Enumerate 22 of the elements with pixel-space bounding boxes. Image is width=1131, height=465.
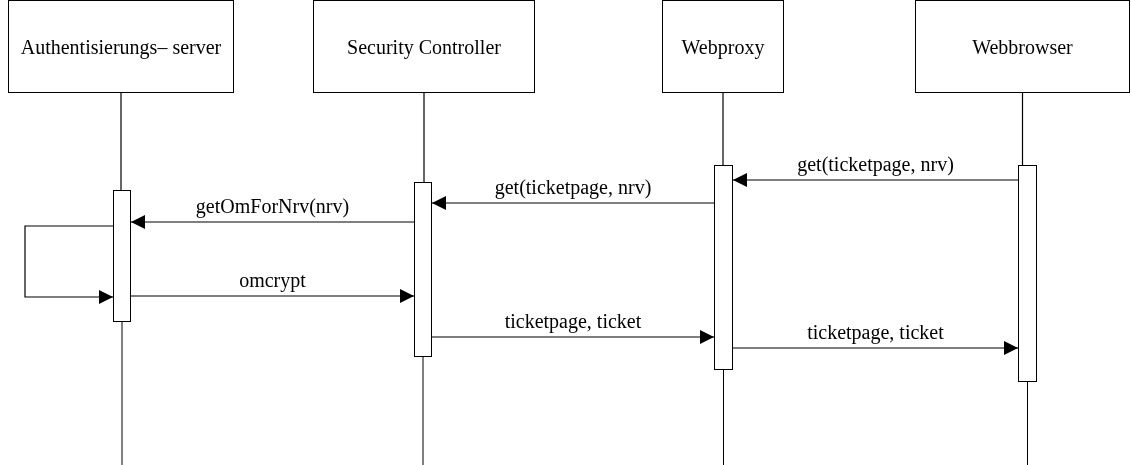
activation-bar — [113, 190, 131, 322]
message-arrow — [732, 341, 1019, 355]
activation-bar — [414, 182, 432, 357]
lifeline — [1021, 92, 1024, 166]
message-arrow — [431, 196, 715, 210]
message-arrow — [130, 215, 415, 229]
message-arrow — [431, 330, 715, 344]
self-call-arrow — [24, 225, 114, 304]
lifeline — [423, 92, 425, 183]
lifeline-header-box: Security Controller — [313, 0, 535, 93]
lifeline-header-box: Webbrowser — [915, 0, 1130, 93]
activation-bar — [1018, 165, 1037, 382]
lifeline-header-box: Webproxy — [662, 0, 784, 93]
lifeline-header-box: Authentisierungs– server — [8, 0, 234, 93]
lifeline — [120, 92, 122, 191]
activation-bar — [714, 165, 733, 370]
message-arrow — [732, 173, 1019, 187]
message-label: get(ticketpage, nrv) — [795, 153, 956, 176]
message-label: getOmForNrv(nrv) — [193, 195, 352, 218]
message-arrow — [130, 289, 415, 303]
lifeline — [722, 92, 724, 166]
message-label: get(ticketpage, nrv) — [492, 176, 654, 199]
